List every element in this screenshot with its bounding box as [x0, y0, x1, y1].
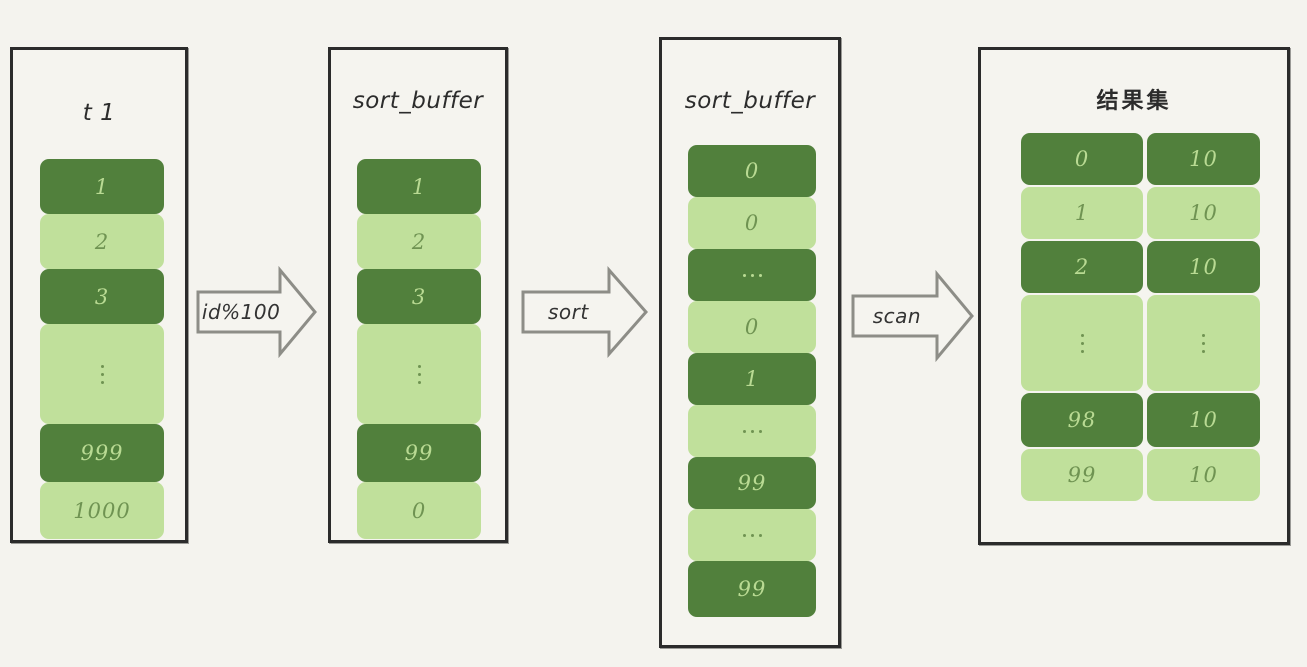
arrow-modulo: id%100 — [196, 266, 318, 358]
cell-value: 10 — [1189, 463, 1218, 487]
vertical-ellipsis-icon — [1202, 333, 1205, 353]
cell-value: 0 — [744, 211, 760, 235]
cell-value: 999 — [80, 441, 124, 465]
result-row-cell-left: 0 — [1021, 133, 1143, 185]
cell-value: 1 — [411, 174, 427, 199]
result-row-cell-right: 10 — [1147, 449, 1260, 501]
table-row: 0 — [688, 197, 816, 249]
panel-title-t1: t 1 — [82, 100, 116, 126]
cell-value: 99 — [737, 471, 767, 495]
table-row: 99 — [357, 424, 481, 482]
cell-value: 10 — [1189, 408, 1218, 432]
cell-value: 3 — [411, 284, 427, 309]
table-row: 0 — [688, 301, 816, 353]
table-row: 99 — [688, 561, 816, 617]
cell-value: 2 — [94, 229, 110, 254]
table-row: 1 — [357, 159, 481, 214]
table-row — [688, 249, 816, 301]
panel-title-result-set: 结果集 — [1096, 89, 1172, 114]
cell-value: 2 — [411, 229, 427, 254]
cell-value: 10 — [1189, 147, 1218, 171]
result-row-cell-left: 1 — [1021, 187, 1143, 239]
table-row: 99 — [688, 457, 816, 509]
cell-value: 99 — [404, 441, 434, 465]
arrow-label: scan — [872, 304, 922, 328]
table-row: 0 — [357, 482, 481, 539]
table-row: 2 — [40, 214, 164, 269]
cell-value: 99 — [737, 577, 767, 601]
table-row: 1000 — [40, 482, 164, 539]
panel-result-set: 结果集 0 10 1 10 2 10 98 — [978, 47, 1290, 545]
table-row: 1 — [688, 353, 816, 405]
table-row: 0 — [688, 145, 816, 197]
cell-value: 0 — [744, 315, 760, 339]
table-row: 999 — [40, 424, 164, 482]
cell-value: 1 — [1074, 201, 1090, 225]
cell-value: 0 — [1074, 147, 1090, 171]
panel-sort-buffer-unsorted: sort_buffer 1 2 3 99 0 — [328, 47, 508, 543]
panel-table-t1: t 1 1 2 3 999 1000 — [10, 47, 188, 543]
table-row — [688, 405, 816, 457]
result-row-cell-right: 10 — [1147, 187, 1260, 239]
cell-value: 0 — [744, 159, 760, 183]
table-row: 1 — [40, 159, 164, 214]
vertical-ellipsis-icon — [417, 364, 421, 384]
panel-title-sort-buffer-sorted: sort_buffer — [684, 88, 816, 114]
cell-value: 10 — [1189, 201, 1218, 225]
table-row: 3 — [40, 269, 164, 324]
table-row: 2 — [357, 214, 481, 269]
table-row: 3 — [357, 269, 481, 324]
arrow-label: id%100 — [201, 300, 281, 324]
table-row — [357, 324, 481, 424]
result-row-cell-right — [1147, 295, 1260, 391]
arrow-sort: sort — [521, 266, 649, 358]
result-row-cell-left: 98 — [1021, 393, 1143, 447]
vertical-ellipsis-icon — [100, 364, 104, 384]
panel-title-sort-buffer: sort_buffer — [352, 88, 484, 114]
cell-value: 3 — [94, 284, 110, 309]
result-row-cell-left: 99 — [1021, 449, 1143, 501]
horizontal-ellipsis-icon — [742, 533, 762, 537]
panel-sort-buffer-sorted: sort_buffer 0 0 0 1 99 99 — [659, 37, 841, 648]
arrow-scan: scan — [851, 270, 975, 362]
result-row-cell-right: 10 — [1147, 393, 1260, 447]
cell-value: 2 — [1074, 255, 1090, 279]
horizontal-ellipsis-icon — [742, 429, 762, 433]
table-row — [688, 509, 816, 561]
cell-value: 0 — [411, 498, 427, 523]
result-row-cell-right: 10 — [1147, 133, 1260, 185]
vertical-ellipsis-icon — [1080, 333, 1084, 353]
horizontal-ellipsis-icon — [742, 273, 762, 277]
cell-value: 10 — [1189, 255, 1218, 279]
cell-value: 1000 — [73, 498, 131, 523]
table-row — [40, 324, 164, 424]
cell-value: 1 — [744, 367, 760, 391]
arrow-label: sort — [547, 300, 589, 324]
result-row-cell-right: 10 — [1147, 241, 1260, 293]
result-row-cell-left — [1021, 295, 1143, 391]
cell-value: 99 — [1067, 463, 1097, 487]
cell-value: 98 — [1067, 408, 1097, 432]
result-row-cell-left: 2 — [1021, 241, 1143, 293]
cell-value: 1 — [94, 174, 110, 199]
